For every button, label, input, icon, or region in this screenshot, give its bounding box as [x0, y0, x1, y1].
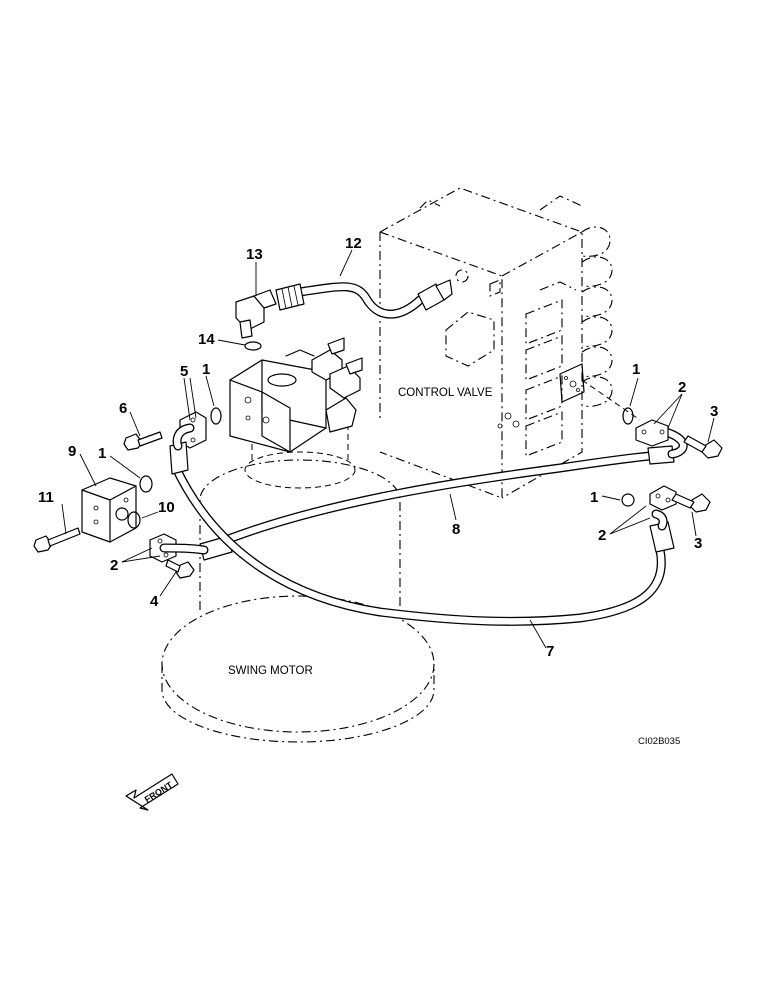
o-ring-10	[127, 511, 141, 529]
bolt-4	[165, 559, 195, 579]
callout-11: 11	[38, 489, 54, 506]
swing-motor-label: SWING MOTOR	[228, 665, 313, 677]
bolt-3-upper	[683, 435, 723, 459]
adapter-block-9	[81, 477, 137, 543]
callout-3-upper: 3	[710, 403, 718, 420]
callout-6: 6	[119, 400, 127, 417]
hose-12	[275, 279, 453, 319]
callout-9: 9	[68, 443, 76, 460]
hose-7	[169, 423, 675, 626]
split-flange-right-lower	[649, 485, 677, 511]
callout-2-right-lower: 2	[598, 527, 606, 544]
callout-4: 4	[150, 593, 159, 610]
callout-10: 10	[158, 499, 175, 516]
callout-5: 5	[180, 363, 188, 380]
callout-14: 14	[198, 331, 215, 348]
o-ring-1-right-lower	[621, 493, 635, 507]
leader-lines	[61, 249, 715, 649]
drawing-code: CI02B035	[638, 736, 680, 747]
callout-1-right-lower: 1	[590, 489, 598, 506]
callout-3-lower: 3	[694, 535, 702, 552]
o-ring-14	[244, 341, 262, 351]
callout-1-right-upper: 1	[632, 361, 640, 378]
callout-1-left-block: 1	[98, 445, 106, 462]
bolt-11	[33, 527, 81, 553]
callout-13: 13	[246, 246, 263, 263]
callout-12: 12	[345, 235, 362, 252]
callout-8: 8	[452, 521, 460, 538]
swing-motor-valve-block	[229, 337, 363, 453]
bolt-6	[123, 431, 163, 451]
callout-7: 7	[546, 643, 554, 660]
control-valve-label: CONTROL VALVE	[398, 387, 493, 399]
elbow-fitting-13	[235, 289, 277, 339]
callout-2-left: 2	[110, 557, 118, 574]
split-flange-right-upper	[635, 419, 669, 447]
o-ring-1-left-block	[139, 475, 153, 493]
front-direction-arrow: FRONT	[125, 773, 179, 811]
callout-2-right-upper: 2	[678, 379, 686, 396]
o-ring-1-right-upper	[622, 407, 634, 425]
callout-1-left-upper: 1	[202, 361, 210, 378]
control-valve-outline	[379, 187, 641, 499]
bolt-3-lower	[671, 493, 711, 513]
o-ring-1-left-upper	[210, 407, 222, 425]
swing-motor-outline	[161, 420, 435, 743]
